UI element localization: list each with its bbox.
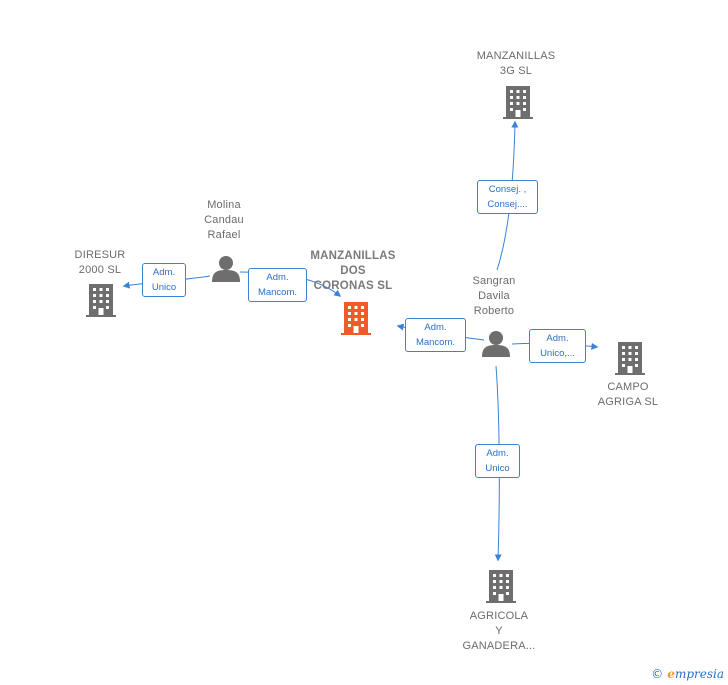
brand-initial: e	[667, 667, 675, 681]
molina-label[interactable]: Molina Candau Rafael	[204, 199, 244, 241]
sangran-person-icon[interactable]	[482, 331, 510, 357]
campo-agriga-label[interactable]: CAMPO AGRIGA SL	[597, 381, 659, 408]
campo-agriga-building-icon[interactable]	[615, 342, 645, 375]
copyright-symbol: ©	[651, 667, 664, 681]
agricola-building-icon[interactable]	[486, 570, 516, 603]
molina-person-icon[interactable]	[212, 256, 240, 282]
empresia-watermark: ©empresia	[651, 667, 724, 681]
manzanillas-3g-label[interactable]: MANZANILLAS 3G SL	[476, 50, 556, 77]
manzanillas-3g-building-icon[interactable]	[503, 86, 533, 119]
edge-label-molina-main[interactable]: Adm. Mancom.	[248, 268, 307, 302]
edge-label-sangran-main[interactable]: Adm. Mancom.	[405, 318, 466, 352]
edge-label-sangran-campo[interactable]: Adm. Unico,...	[529, 329, 586, 363]
main-company-building-icon[interactable]	[341, 302, 371, 335]
edge-label-molina-diresur[interactable]: Adm. Unico	[142, 263, 186, 297]
edge-label-sangran-3g[interactable]: Consej. , Consej....	[477, 180, 538, 214]
diresur-label[interactable]: DIRESUR 2000 SL	[74, 249, 126, 276]
diresur-building-icon[interactable]	[86, 284, 116, 317]
edge-label-sangran-agricola[interactable]: Adm. Unico	[475, 444, 520, 478]
brand-name: mpresia	[674, 667, 724, 681]
agricola-label[interactable]: AGRICOLA Y GANADERA...	[462, 610, 536, 652]
main-company-label[interactable]: MANZANILLAS DOS CORONAS SL	[310, 250, 396, 292]
sangran-label[interactable]: Sangran Davila Roberto	[472, 275, 516, 317]
